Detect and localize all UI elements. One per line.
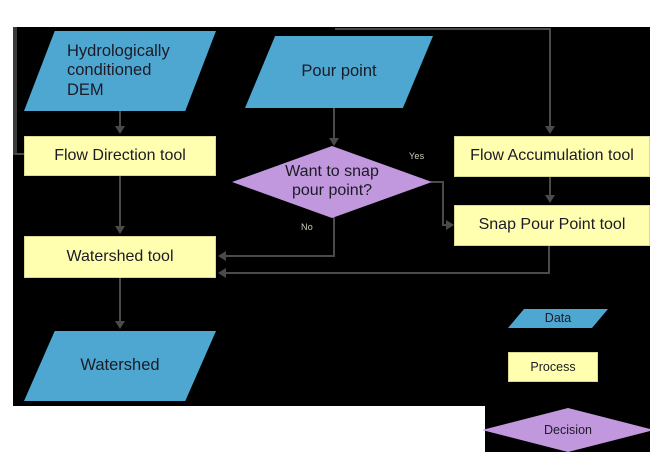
edge-label-yes: Yes [409, 151, 425, 161]
edge-no-arrowhead [218, 251, 226, 261]
edge-yes-horizontal-b [442, 224, 448, 226]
edge-top-to-flowaccumulation-vertical [549, 28, 551, 126]
node-label-flow-direction: Flow Direction tool [54, 146, 186, 164]
node-watershed[interactable]: Watershed [24, 331, 216, 401]
edge-top-to-flowaccumulation-horizontal [335, 28, 551, 30]
node-flow-accumulation-tool[interactable]: Flow Accumulation tool [454, 136, 650, 177]
edge-yes-arrowhead [446, 220, 454, 230]
edge-no-vertical [333, 216, 335, 256]
legend-label-process: Process [530, 359, 576, 374]
edge-yes-vertical [442, 181, 444, 225]
node-flow-direction-tool[interactable]: Flow Direction tool [24, 136, 216, 176]
edge-left-into-flowdirection [15, 153, 27, 155]
node-snap-pour-point-tool[interactable]: Snap Pour Point tool [454, 205, 650, 246]
node-label-pour-point: Pour point [301, 62, 377, 81]
node-label-watershed-tool: Watershed tool [66, 247, 174, 265]
edge-yes-horizontal-a [431, 181, 444, 183]
edge-snap-to-watershedtool-vertical [548, 246, 550, 274]
node-hydrologically-conditioned-dem[interactable]: Hydrologically conditioned DEM [24, 31, 216, 111]
node-pour-point[interactable]: Pour point [245, 36, 433, 108]
edge-top-to-flowaccumulation-arrowhead [545, 126, 555, 134]
edge-flowdirection-to-watershedtool-arrowhead [115, 226, 125, 234]
edge-dem-to-flowdirection-arrowhead [115, 126, 125, 134]
edge-flowaccumulation-to-snap-line [549, 177, 551, 197]
node-label-decision: Want to snap pour point? [285, 163, 379, 199]
legend-label-decision: Decision [544, 422, 592, 437]
node-label-dem: Hydrologically conditioned DEM [67, 41, 170, 99]
canvas-left-edge-line [13, 27, 17, 155]
legend-data-shape: Data [508, 309, 608, 328]
node-label-flow-accumulation: Flow Accumulation tool [470, 147, 634, 165]
node-watershed-tool[interactable]: Watershed tool [24, 236, 216, 278]
edge-watershedtool-to-watershed-line [119, 278, 121, 323]
edge-pourpoint-to-decision-arrowhead [329, 138, 339, 146]
edge-watershedtool-to-watershed-arrowhead [115, 321, 125, 329]
edge-no-horizontal [226, 255, 335, 257]
edge-pourpoint-to-decision-line [333, 108, 335, 140]
edge-flowaccumulation-to-snap-arrowhead [545, 195, 555, 203]
node-label-snap-pour-point: Snap Pour Point tool [478, 216, 626, 234]
edge-snap-to-watershedtool-horizontal [226, 272, 550, 274]
legend-process-shape: Process [508, 352, 598, 382]
node-label-watershed: Watershed [80, 356, 160, 375]
edge-snap-to-watershedtool-arrowhead [218, 268, 226, 278]
edge-dem-to-flowdirection-line [119, 111, 121, 128]
legend-label-data: Data [544, 311, 572, 326]
edge-flowdirection-to-watershedtool-line [119, 176, 121, 228]
edge-label-no: No [301, 222, 313, 232]
